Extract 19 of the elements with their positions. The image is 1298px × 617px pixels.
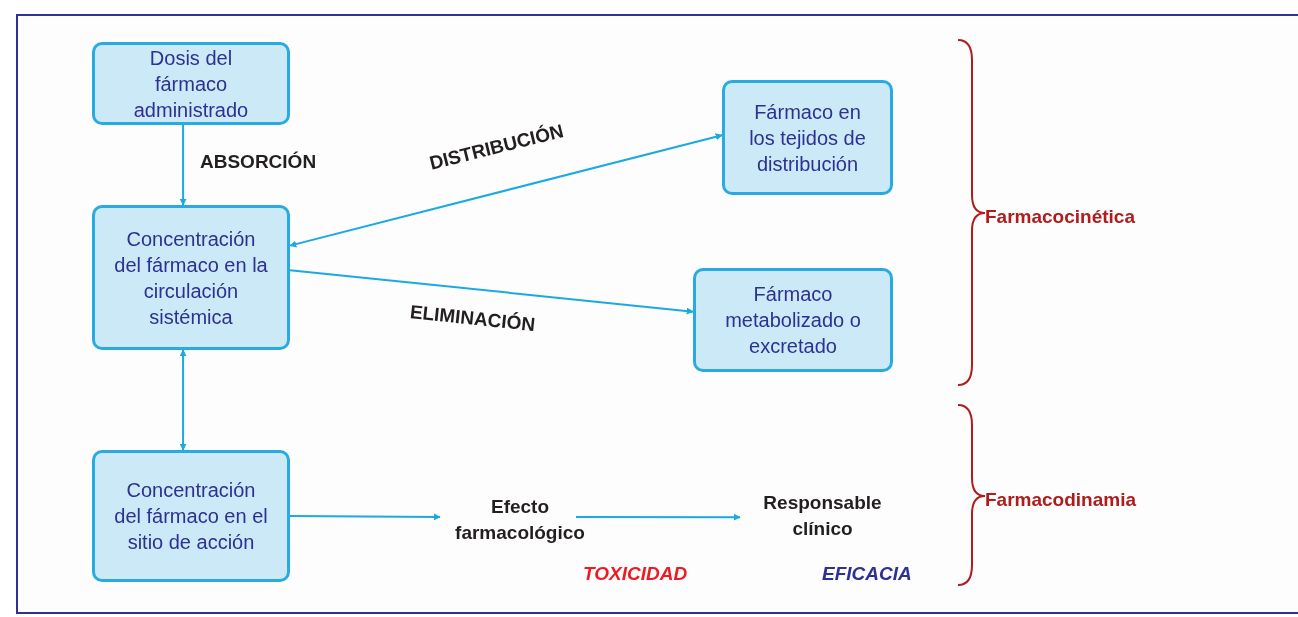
process-box: Concentración del fármaco en el sitio de acción: [92, 450, 290, 582]
edge-label: ABSORCIÓN: [200, 150, 317, 174]
result-text: Responsable clínico: [740, 486, 905, 546]
arrow: [289, 513, 441, 521]
note-label: EFICACIA: [822, 562, 912, 586]
arrow: [179, 124, 187, 206]
section-label: Farmacocinética: [985, 205, 1135, 229]
arrow: [289, 133, 723, 248]
process-box: Fármaco en los tejidos de distribución: [722, 80, 893, 195]
arrow: [289, 269, 694, 315]
process-box: Concentración del fármaco en la circulación sistémica: [92, 205, 290, 350]
edge-label: ELIMINACIÓN: [408, 300, 537, 338]
process-box: Dosis del fármaco administrado: [92, 42, 290, 125]
arrow: [575, 513, 741, 521]
arrow: [179, 349, 187, 451]
process-box: Fármaco metabolizado o excretado: [693, 268, 893, 372]
note-label: TOXICIDAD: [583, 562, 688, 586]
result-text: Efecto farmacológico: [440, 490, 600, 550]
section-label: Farmacodinamia: [985, 488, 1136, 512]
